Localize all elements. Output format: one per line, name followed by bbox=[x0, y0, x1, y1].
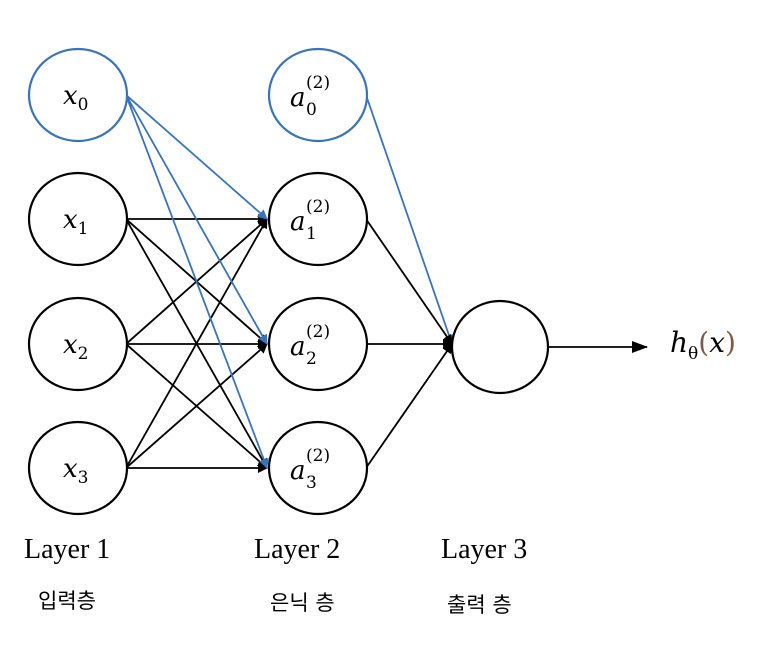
node-a3-base: a bbox=[290, 456, 306, 486]
edge-x0-a2 bbox=[125, 94, 268, 345]
node-a2-sub: 2 bbox=[306, 349, 317, 369]
hidden-layer: a (2) 0 a (2) 1 a (2) 2 a (2) 3 bbox=[267, 47, 369, 516]
node-a1: a (2) 1 bbox=[267, 171, 369, 267]
node-a2-sup: (2) bbox=[306, 322, 330, 342]
edge-x0-a3 bbox=[125, 94, 269, 469]
edge-x3-a2 bbox=[125, 343, 268, 469]
node-a3-sub: 3 bbox=[306, 473, 317, 493]
input-layer: x0 x1 x2 x3 bbox=[27, 47, 129, 516]
bias-edges bbox=[125, 94, 454, 469]
node-a2-base: a bbox=[290, 332, 306, 362]
node-x1-label: x1 bbox=[63, 205, 89, 239]
hidden-to-output-edges bbox=[365, 218, 453, 469]
node-x0-label: x0 bbox=[63, 81, 89, 115]
edge-x0-a1 bbox=[125, 94, 268, 220]
layer-2-title: Layer 2 bbox=[254, 534, 340, 565]
layer-3-title: Layer 3 bbox=[441, 534, 527, 565]
layer-1-korean: 입력층 bbox=[38, 589, 96, 613]
edge-a1-output bbox=[365, 218, 453, 345]
edge-x3-a1 bbox=[125, 218, 268, 469]
node-x2-label: x2 bbox=[63, 330, 89, 364]
node-output bbox=[450, 299, 550, 395]
layer-2-korean: 은닉 층 bbox=[270, 591, 335, 615]
node-a1-sup: (2) bbox=[306, 197, 330, 217]
node-a3-sup: (2) bbox=[306, 446, 330, 466]
node-a1-base: a bbox=[290, 207, 306, 237]
node-a0-base: a bbox=[290, 83, 306, 113]
layer-1-title: Layer 1 bbox=[24, 534, 110, 565]
node-a0: a (2) 0 bbox=[267, 47, 369, 143]
node-x3: x3 bbox=[27, 420, 129, 516]
node-a0-sub: 0 bbox=[306, 100, 317, 120]
edge-a0-output bbox=[365, 94, 454, 345]
output-layer bbox=[450, 299, 550, 395]
node-a2: a (2) 2 bbox=[267, 296, 369, 392]
node-a3: a (2) 3 bbox=[267, 420, 369, 516]
output-label: hθ(x) bbox=[670, 326, 736, 364]
node-a0-sup: (2) bbox=[306, 73, 330, 93]
node-x0: x0 bbox=[27, 47, 129, 143]
edge-a3-output bbox=[365, 343, 453, 469]
node-x1: x1 bbox=[27, 171, 129, 267]
node-a1-sub: 1 bbox=[306, 224, 317, 244]
node-x2: x2 bbox=[27, 296, 129, 392]
input-to-hidden-edges bbox=[125, 214, 268, 473]
node-x3-label: x3 bbox=[63, 454, 89, 488]
layer-3-korean: 출력 층 bbox=[447, 593, 512, 617]
